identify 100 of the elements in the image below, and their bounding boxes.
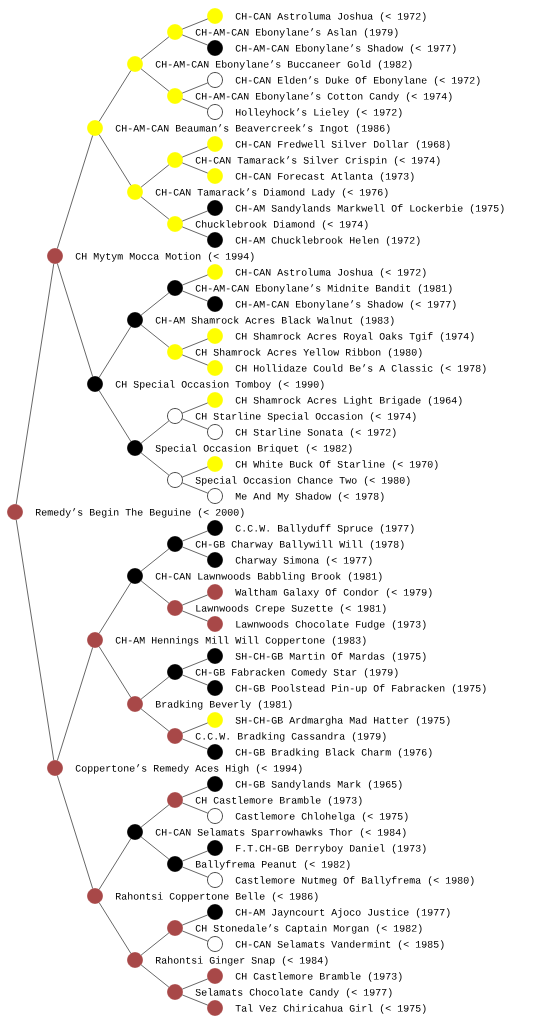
connector-line [182, 658, 208, 670]
connector-line [140, 420, 170, 444]
connector-line [182, 162, 208, 174]
dog-name: Charway Simona (< 1977) [235, 556, 372, 566]
dog-name: Rahontsi Ginger Snap (< 1984) [156, 956, 328, 966]
connector-line [182, 802, 208, 814]
connector-line [182, 18, 208, 30]
connector-line [182, 338, 208, 350]
dog-name: Bradking Beverly (1981) [156, 700, 292, 710]
dog-name: Castlemore Chlohelga (< 1975) [235, 812, 408, 822]
connector-line [15, 263, 55, 505]
connector-line [182, 482, 208, 494]
dog-name: CH Shamrock Acres Royal Oaks Tgif (1974) [235, 332, 474, 342]
dog-name: CH-CAN Tamarack’s Silver Crispin (< 1974) [195, 156, 440, 166]
dog-name: Tal Vez Chiricahua Girl (< 1975) [235, 1004, 426, 1014]
connector-line [182, 210, 208, 222]
dog-name: Selamats Chocolate Candy (< 1977) [195, 988, 392, 998]
connector-line [182, 546, 208, 558]
connector-line [140, 452, 170, 476]
dog-name: CH-AM Shamrock Acres Black Walnut (1983) [155, 316, 394, 326]
dog-name: CH Starline Special Occasion (< 1974) [195, 412, 416, 422]
dog-name: CH-CAN Forecast Atlanta (1973) [235, 172, 414, 182]
connector-line [182, 594, 208, 606]
connector-line [182, 610, 208, 622]
dog-name: Special Occasion Briquet (< 1982) [155, 444, 352, 454]
dog-name: Me And My Shadow (< 1978) [235, 492, 384, 502]
connector-line [140, 548, 170, 572]
dog-name: CH Mytym Mocca Motion (< 1994) [75, 252, 254, 262]
connector-line [98, 838, 132, 890]
dog-name: CH Starline Sonata (< 1972) [235, 428, 396, 438]
connector-line [182, 738, 208, 750]
dog-name: CH-AM Chucklebrook Helen (1972) [235, 236, 420, 246]
dog-name: CH-AM-CAN Ebonylane’s Cotton Candy (< 1974) [195, 92, 452, 102]
dog-name: CH-GB Poolstead Pin-up Of Fabracken (1975) [235, 684, 486, 694]
connector-line [182, 82, 208, 94]
connector-line [182, 290, 208, 302]
connector-line [57, 263, 93, 377]
dog-name: CH-AM-CAN Ebonylane’s Shadow (< 1977) [235, 300, 456, 310]
dog-name: CH-AM Sandylands Markwell Of Lockerbie (1975) [235, 204, 504, 214]
connector-line [140, 708, 170, 732]
connector-line [140, 164, 170, 188]
dog-name: Castlemore Nutmeg Of Ballyfrema (< 1980) [235, 876, 474, 886]
connector-line [182, 530, 208, 542]
connector-line [182, 914, 208, 926]
connector-line [182, 146, 208, 158]
dog-name: Remedy’s Begin The Beguine (< 2000) [36, 508, 244, 518]
dog-name: CH-CAN Fredwell Silver Dollar (1968) [235, 140, 450, 150]
connector-line [140, 196, 170, 220]
connector-line [182, 274, 208, 286]
dog-name: CH Hollidaze Could Be’s A Classic (< 1978) [235, 364, 486, 374]
connector-line [182, 850, 208, 862]
dog-name: CH-AM-CAN Ebonylane’s Shadow (< 1977) [235, 44, 456, 54]
connector-line [98, 326, 132, 378]
connector-line [182, 994, 208, 1006]
dog-name: CH-GB Sandylands Mark (1965) [235, 780, 402, 790]
connector-line [182, 978, 208, 990]
dog-name: CH Shamrock Acres Light Brigade (1964) [235, 396, 462, 406]
dog-name: Lawnwoods Chocolate Fudge (1973) [236, 620, 426, 630]
connector-line [140, 676, 170, 700]
dog-name: CH Special Occasion Tomboy (< 1990) [115, 380, 324, 390]
dog-name: CH-AM-CAN Ebonylane’s Aslan (1979) [195, 28, 398, 38]
dog-name: CH-AM Jayncourt Ajoco Justice (1977) [235, 908, 450, 918]
connector-line [182, 786, 208, 798]
dog-name: CH Castlemore Bramble (1973) [235, 972, 402, 982]
connector-line [140, 964, 170, 988]
connector-line [57, 775, 93, 889]
dog-name: CH Stonedale’s Captain Morgan (< 1982) [195, 924, 422, 934]
dog-name: Holleyhock’s Lieley (< 1972) [236, 108, 402, 118]
dog-name: Chucklebrook Diamond (< 1974) [195, 220, 368, 230]
connector-line [98, 390, 132, 442]
dog-name: CH-CAN Selamats Sparrowhawks Thor (< 1984) [155, 828, 406, 838]
dog-name: Coppertone’s Remedy Aces High (< 1994) [75, 764, 302, 774]
connector-line [182, 418, 208, 430]
connector-line [98, 134, 132, 186]
connector-line [182, 866, 208, 878]
dog-name: Waltham Galaxy Of Condor (< 1979) [235, 588, 432, 598]
dog-name: CH-CAN Astroluma Joshua (< 1972) [235, 12, 426, 22]
connector-line [140, 324, 170, 348]
dog-name: Rahontsi Coppertone Belle (< 1986) [116, 892, 318, 902]
connector-line [98, 582, 132, 634]
dog-name: CH-CAN Astroluma Joshua (< 1972) [235, 268, 426, 278]
dog-name: Special Occasion Chance Two (< 1980) [195, 476, 410, 486]
connector-line [57, 647, 93, 761]
connector-line [182, 930, 208, 942]
connector-line [140, 580, 170, 604]
connector-line [98, 902, 132, 954]
dog-name: CH-AM-CAN Ebonylane’s Midnite Bandit (1981) [195, 284, 452, 294]
connector-line [15, 519, 55, 761]
connector-line [182, 402, 208, 414]
connector-line [140, 36, 170, 60]
dog-name: Ballyfrema Peanut (< 1982) [196, 860, 350, 870]
connector-line [182, 34, 208, 46]
connector-line [98, 70, 132, 122]
dog-name: F.T.CH-GB Derryboy Daniel (1973) [236, 844, 426, 854]
connector-line [98, 646, 132, 698]
connector-line [140, 804, 170, 828]
dog-name: C.C.W. Bradking Cassandra (1979) [195, 732, 386, 742]
dog-name: CH Castlemore Bramble (1973) [195, 796, 362, 806]
dog-name: SH-CH-GB Ardmargha Mad Hatter (1975) [235, 716, 450, 726]
dog-name: CH-GB Bradking Black Charm (1976) [235, 748, 432, 758]
